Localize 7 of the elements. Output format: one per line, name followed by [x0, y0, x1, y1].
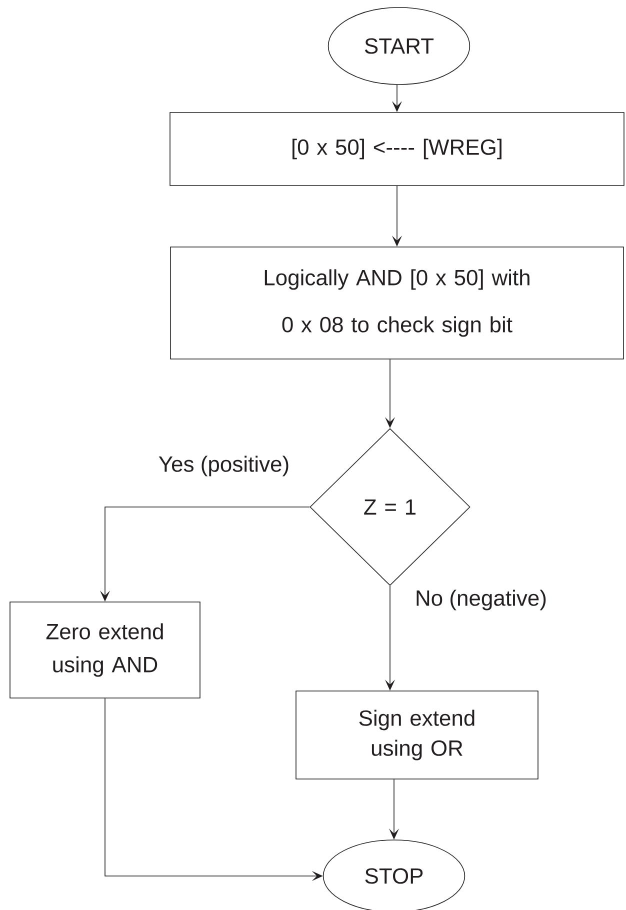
process-box: [0 x 50] <---- [WREG] [170, 112, 624, 186]
start-oval: START [328, 7, 470, 85]
process-box: Zero extend using AND [10, 602, 200, 698]
edge-label: Yes (positive) [157, 454, 291, 478]
edge-label: No (negative) [414, 588, 548, 612]
process-box: Sign extend using OR [296, 690, 538, 780]
process-box: Logically AND [0 x 50] with 0 x 08 to check sign bit [170, 246, 624, 360]
